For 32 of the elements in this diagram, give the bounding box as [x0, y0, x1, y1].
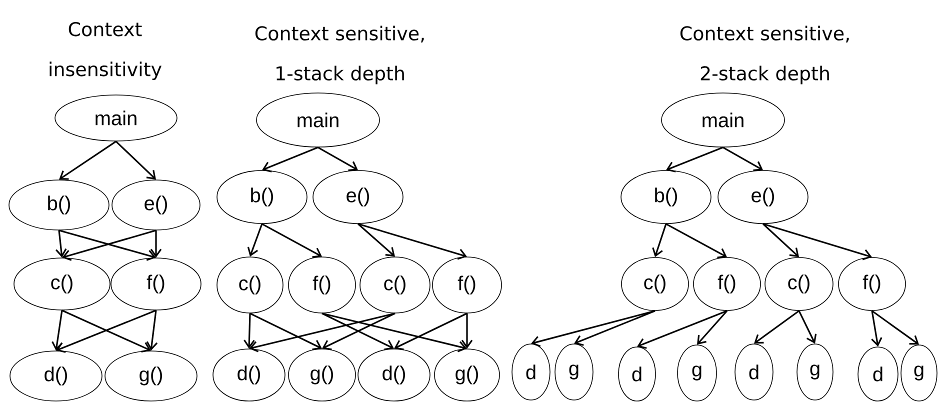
arrow [762, 223, 872, 260]
arrow [666, 223, 727, 258]
arrow [322, 312, 467, 352]
arrow [52, 310, 63, 351]
arrow [872, 310, 919, 345]
arrow [115, 140, 156, 180]
arrow [150, 230, 162, 258]
arrow [652, 224, 667, 258]
arrow [262, 223, 322, 258]
arrow [754, 310, 800, 344]
arrow [798, 310, 817, 344]
arrow [461, 313, 473, 349]
arrow [357, 223, 395, 257]
arrow [637, 310, 728, 349]
arrow [762, 223, 799, 258]
arrow [318, 146, 358, 172]
arrow [250, 312, 322, 350]
arrow [697, 310, 728, 345]
arrow [871, 310, 882, 347]
arrow [247, 224, 263, 257]
arrow [146, 310, 158, 351]
arrow [262, 146, 318, 172]
arrow [249, 312, 396, 352]
arrow [59, 140, 116, 180]
arrow [394, 312, 468, 350]
arrow [244, 313, 255, 349]
arrow [358, 223, 467, 260]
arrow [56, 230, 67, 258]
arrow [574, 310, 656, 346]
arrow [722, 146, 763, 172]
arrow [531, 310, 656, 348]
arrow [666, 146, 724, 172]
